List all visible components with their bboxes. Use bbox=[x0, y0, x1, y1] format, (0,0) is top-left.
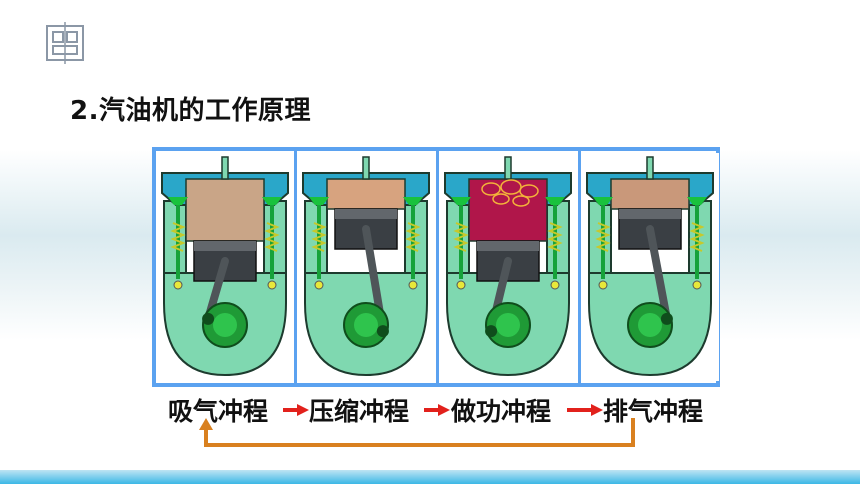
label-exhaust-stroke: 排气冲程 bbox=[603, 397, 704, 426]
engine-diagram-frame bbox=[152, 147, 720, 387]
page-title: 2.汽油机的工作原理 bbox=[70, 96, 311, 126]
cycle-return-arrow bbox=[199, 418, 635, 447]
panel-divider bbox=[578, 151, 581, 383]
panel-exhaust bbox=[581, 153, 719, 381]
panel-divider bbox=[436, 151, 439, 383]
label-intake-stroke: 吸气冲程 bbox=[168, 397, 269, 426]
arrow-right-icon bbox=[567, 404, 603, 416]
engine-cross-section bbox=[444, 156, 572, 377]
arrow-right-icon bbox=[424, 404, 450, 416]
logo-icon bbox=[46, 22, 84, 64]
arrow-right-icon bbox=[283, 404, 309, 416]
label-power-stroke: 做功冲程 bbox=[451, 397, 552, 426]
panel-compression bbox=[297, 153, 435, 381]
panel-intake bbox=[156, 153, 294, 381]
bottom-accent-band bbox=[0, 470, 860, 484]
engine-cross-section bbox=[302, 156, 430, 377]
panel-divider bbox=[294, 151, 297, 383]
label-compression-stroke: 压缩冲程 bbox=[309, 397, 410, 426]
engine-cross-section bbox=[161, 156, 289, 377]
panel-power bbox=[439, 153, 577, 381]
engine-cross-section bbox=[586, 156, 714, 377]
